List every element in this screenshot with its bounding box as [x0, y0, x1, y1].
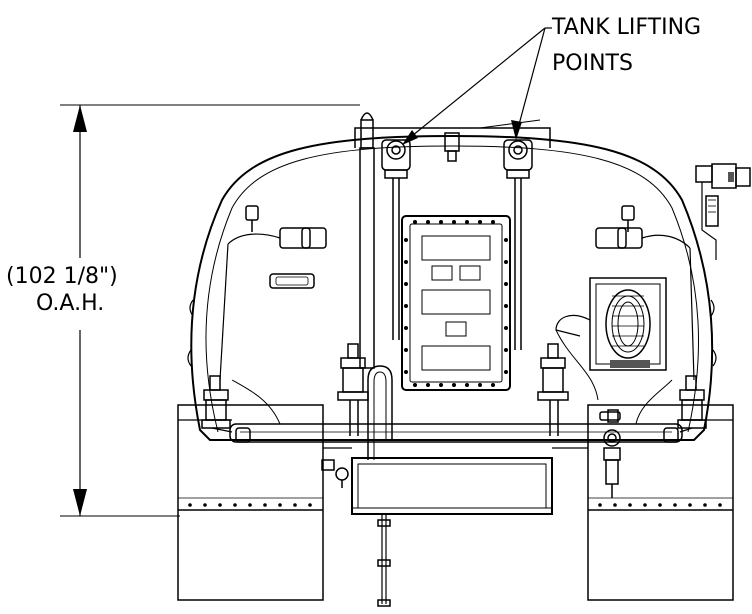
drain-valve: [599, 409, 621, 498]
pump-nozzle: [695, 163, 751, 260]
vent-standpipe: [359, 112, 375, 369]
height-dimension-value: (102 1/8"): [6, 264, 118, 289]
left-gauge-assembly: [219, 205, 327, 381]
u-bend-pipe: [367, 365, 393, 460]
callout-label-line1: TANK LIFTING: [552, 15, 702, 40]
valve-right-inner: [537, 343, 569, 436]
lower-gauge: [321, 459, 349, 488]
callout-label-line2: POINTS: [552, 51, 633, 76]
right-skid: [587, 404, 734, 601]
right-gauge-assembly: [595, 205, 695, 381]
left-lifting-lug: [381, 139, 411, 340]
tank-shell: [187, 134, 717, 441]
bottom-manifold: [211, 423, 693, 443]
height-dimension-unit: O.A.H.: [36, 291, 105, 316]
right-lifting-lug: [503, 139, 533, 350]
overall-height-dimension: [60, 104, 360, 517]
left-skid: [177, 404, 324, 601]
top-rail: [354, 119, 551, 162]
name-plate: [269, 273, 315, 289]
frame-crossmember: [178, 419, 733, 449]
valve-left-inner: [337, 343, 369, 436]
lifting-points-leader: [402, 27, 552, 145]
center-manway-panel: [401, 215, 511, 391]
side-hoses: [231, 329, 673, 425]
hose-reel: [555, 277, 667, 371]
sump-box: [351, 457, 553, 607]
